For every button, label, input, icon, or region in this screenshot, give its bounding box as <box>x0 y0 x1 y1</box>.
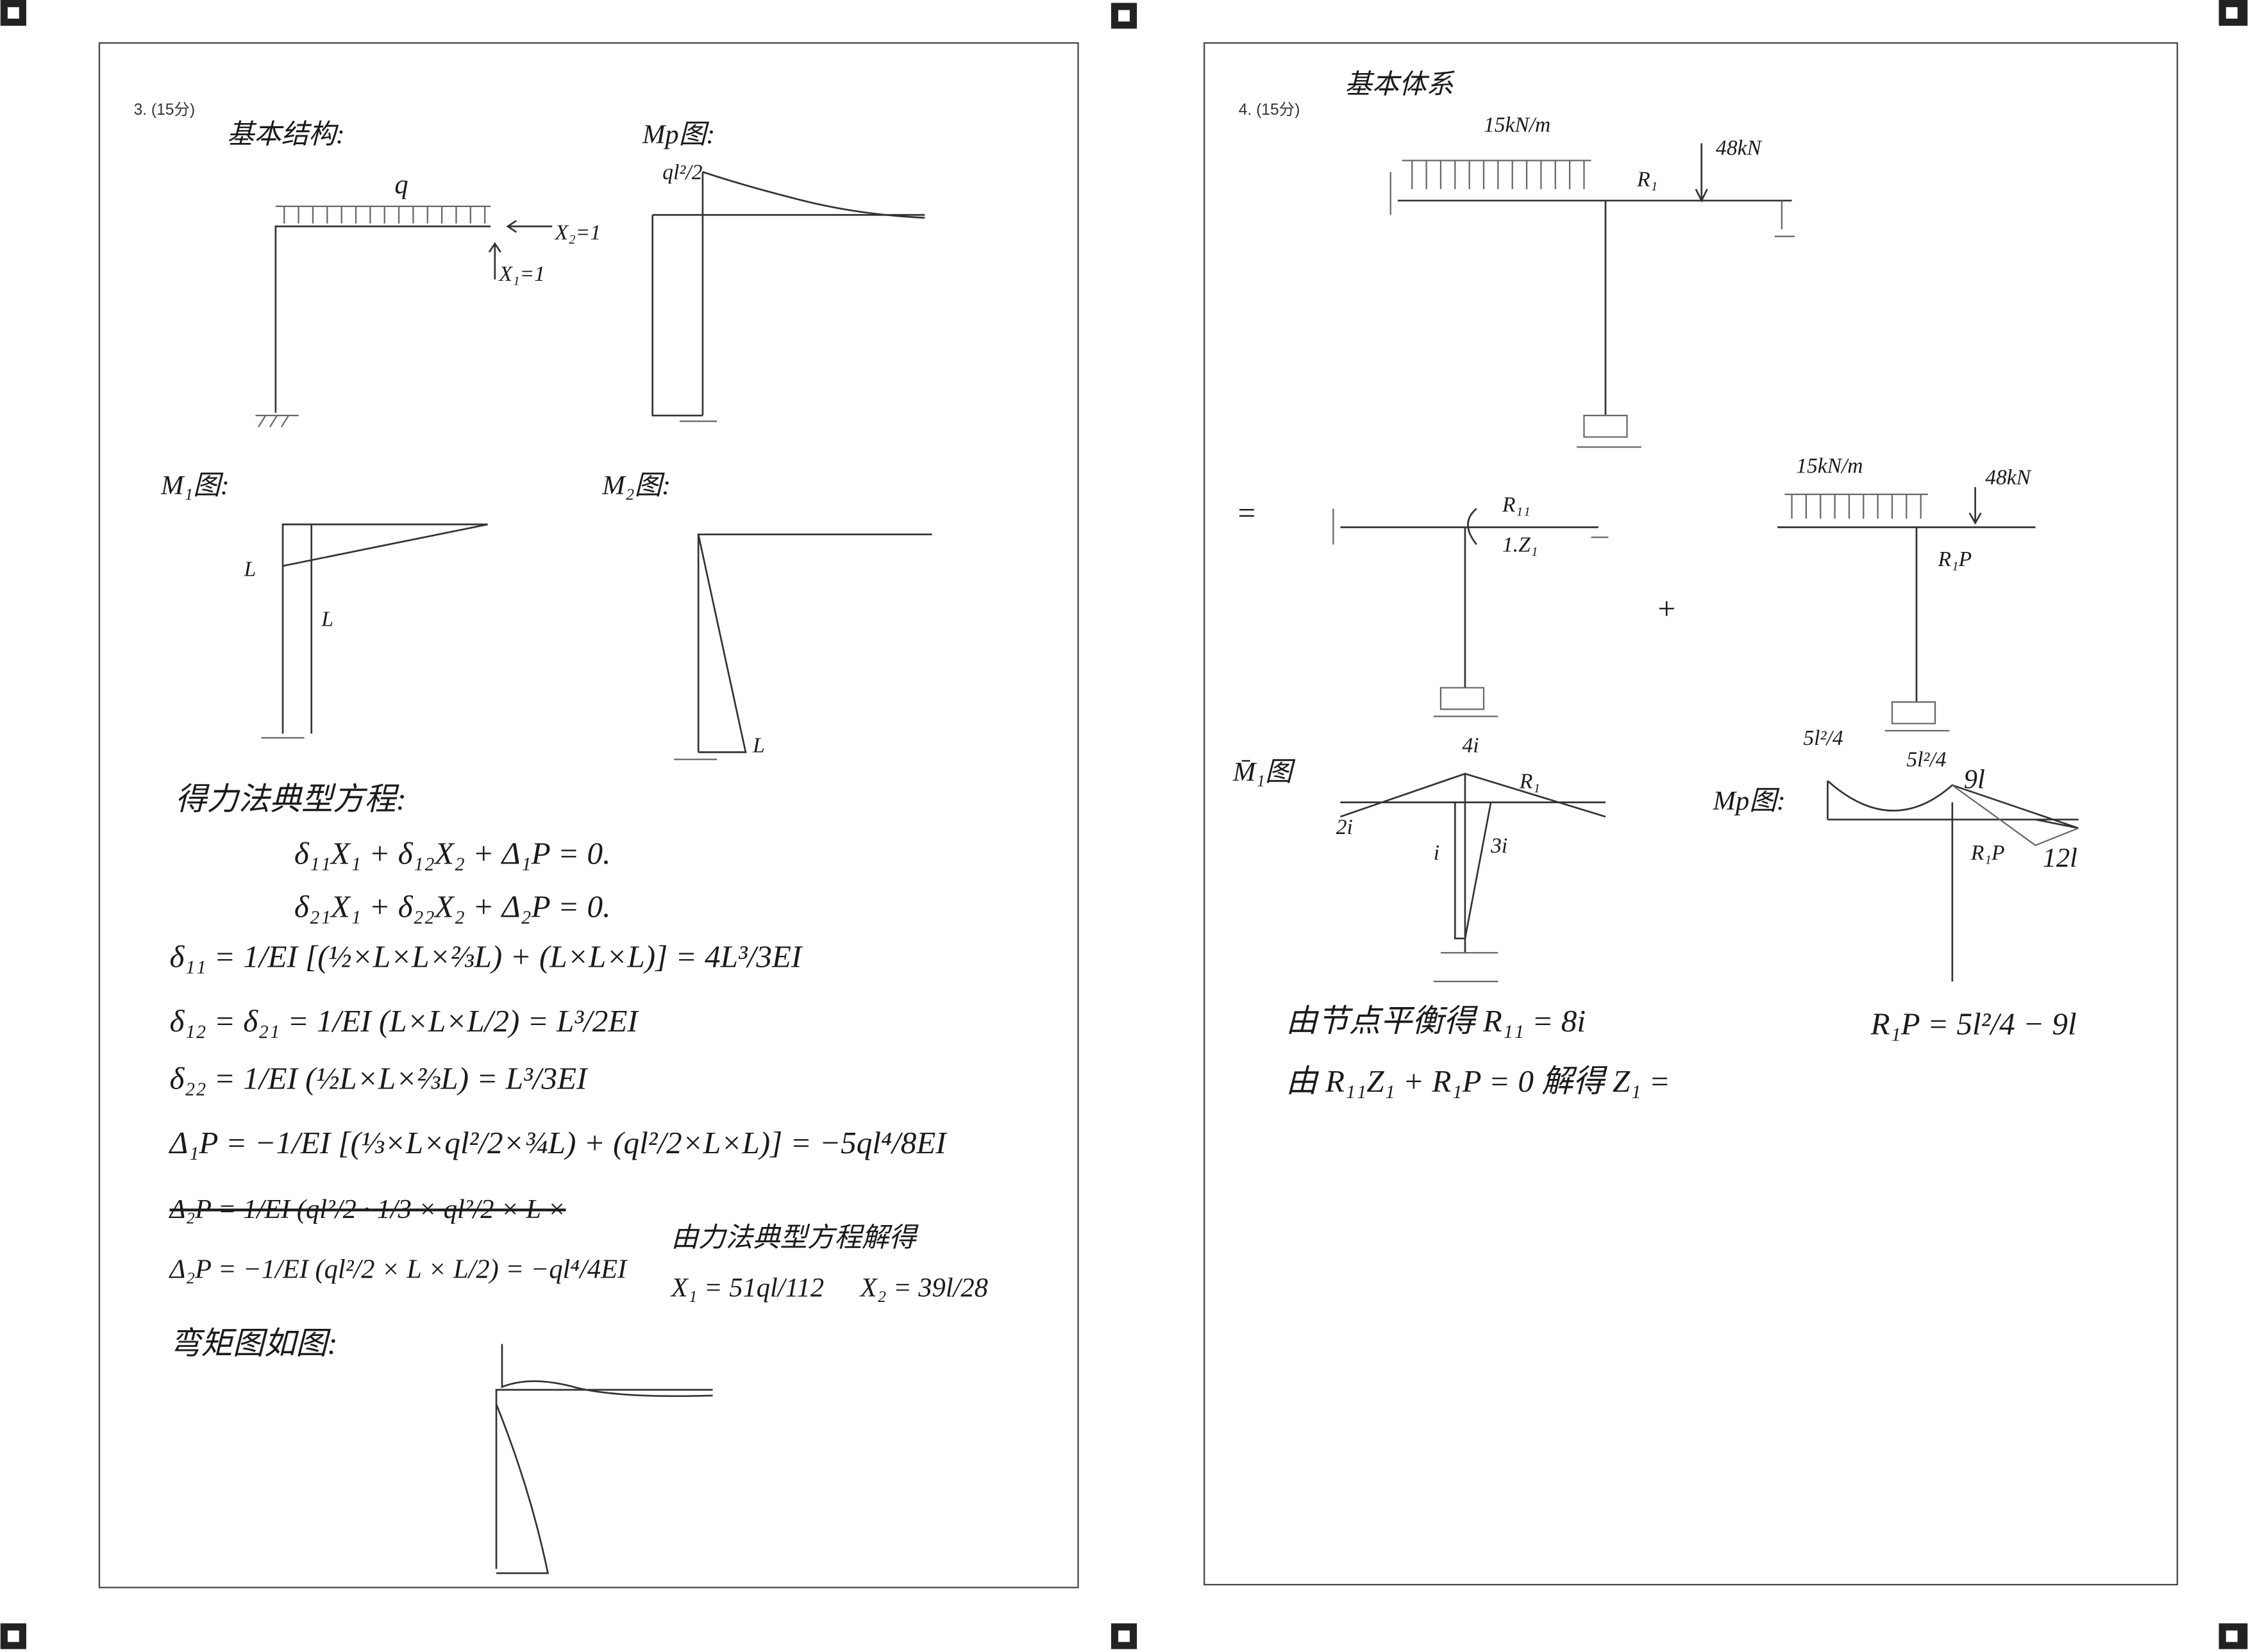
m1-r1: R₁ <box>1519 769 1540 793</box>
m1-diagram: M₁图: L L <box>160 471 488 739</box>
delta-11: δ₁₁ = 1/EI [(½×L×L×⅔L) + (L×L×L)] = 4L³/… <box>169 939 803 974</box>
x2-result: X₂ = 39l/28 <box>859 1273 988 1303</box>
plus-sign: + <box>1656 591 1677 626</box>
m1-value-b: L <box>321 608 333 631</box>
m1-2i: 2i <box>1336 815 1353 839</box>
delta-2p: Δ₂P = −1/EI (ql²/2 × L × L/2) = −ql⁴/4EI <box>168 1255 628 1285</box>
dist-load-label-2: 15kN/m <box>1796 455 1863 478</box>
mp-12l: 12l <box>2043 843 2077 873</box>
basic-system-label: 基本体系 <box>1345 69 1455 99</box>
unit-rotation-system: R₁₁ 1.Z₁ <box>1332 493 1609 717</box>
delta-12: δ₁₂ = δ₂₁ = 1/EI (L×L×L/2) = L³/2EI <box>169 1003 639 1039</box>
load-q-label: q <box>394 170 408 200</box>
point-load-label-2: 48kN <box>1985 465 2031 489</box>
m1-diagram-label: M₁图: <box>160 471 230 501</box>
m1-diagram-label: M̄₁图 <box>1232 757 1296 787</box>
z1-label: 1.Z₁ <box>1502 533 1538 556</box>
left-answer-page: 3. (15分) 基本结构: q X₂=1 X₁=1 Mp图: ql²/2 M₁… <box>98 42 1079 1589</box>
mp-diagram: Mp图: ql²/2 <box>642 120 925 422</box>
mp-5l2-a: 5l²/4 <box>1803 726 1843 750</box>
final-moment-diagram <box>495 1344 713 1574</box>
solve-line: 由 R₁₁Z₁ + R₁P = 0 解得 Z₁ = <box>1286 1064 1670 1099</box>
equation-1: δ₁₁X₁ + δ₁₂X₂ + Δ₁P = 0. <box>294 836 610 871</box>
mp-moment-diagram: Mp图: 5l²/4 5l²/4 9l R₁P 12l <box>1713 726 2079 982</box>
m2-value: L <box>752 733 765 757</box>
mp-diagram-label: Mp图: <box>642 120 715 150</box>
basic-system-diagram: 15kN/m 48kN R₁ <box>1389 113 1795 448</box>
delta-1p: Δ₁P = −1/EI [(⅓×L×ql²/2×¾L) + (ql²/2×L×L… <box>168 1125 948 1160</box>
m1-3i: 3i <box>1490 834 1507 858</box>
delta-2p-struck: Δ₂P = 1/EI (ql²/2 · 1/3 × ql²/2 × L × <box>168 1194 566 1224</box>
x1-result: X₁ = 51ql/112 <box>670 1273 824 1303</box>
r1p-label: R₁P <box>1938 547 1972 571</box>
m2-diagram-label: M₂图: <box>601 471 671 501</box>
mp-5l2-b: 5l²/4 <box>1906 748 1946 772</box>
r11-label: R₁₁ <box>1502 493 1531 517</box>
x2-label: X₂=1 <box>554 221 601 244</box>
m1-value-a: L <box>244 557 256 581</box>
m1-i: i <box>1434 841 1439 865</box>
m2-diagram: M₂图: L <box>601 471 932 760</box>
delta-22: δ₂₂ = 1/EI (½L×L×⅔L) = L³/3EI <box>169 1061 589 1096</box>
m1-4i: 4i <box>1462 733 1479 757</box>
x1-label: X₁=1 <box>498 262 546 286</box>
basic-structure-label: 基本结构: <box>227 120 345 150</box>
m1-moment-diagram: M̄₁图 4i 2i 3i i R₁ <box>1232 733 1606 983</box>
equation-2: δ₂₁X₁ + δ₂₂X₂ + Δ₂P = 0. <box>294 889 610 924</box>
mp-r1p: R₁P <box>1970 841 2005 865</box>
equals-sign: = <box>1236 495 1257 530</box>
mp-value: ql²/2 <box>662 160 702 184</box>
right-answer-page: 4. (15分) 基本体系 15kN/m 48kN R₁ = R₁₁ 1.Z₁ … <box>1204 42 2178 1586</box>
question-number: 4. (15分) <box>1239 101 1300 119</box>
mp-diagram-label: Mp图: <box>1713 786 1786 816</box>
question-number: 3. (15分) <box>134 101 196 119</box>
equations-heading: 得力法典型方程: <box>175 781 406 817</box>
solve-heading: 由力法典型方程解得 <box>671 1222 919 1253</box>
basic-structure-diagram: q X₂=1 X₁=1 <box>255 170 601 428</box>
force-method-equations: 得力法典型方程: δ₁₁X₁ + δ₁₂X₂ + Δ₁P = 0. δ₂₁X₁ … <box>168 781 987 1361</box>
load-system: 15kN/m 48kN R₁P <box>1777 455 2036 731</box>
r1p-result: R₁P = 5l²/4 − 9l <box>1870 1006 2076 1042</box>
moment-diagram-heading: 弯矩图如图: <box>169 1326 337 1361</box>
r1-label: R₁ <box>1636 168 1657 192</box>
dist-load-label: 15kN/m <box>1484 113 1550 137</box>
r11-result: 由节点平衡得 R₁₁ = 8i <box>1286 1003 1586 1039</box>
point-load-label: 48kN <box>1716 136 1762 160</box>
